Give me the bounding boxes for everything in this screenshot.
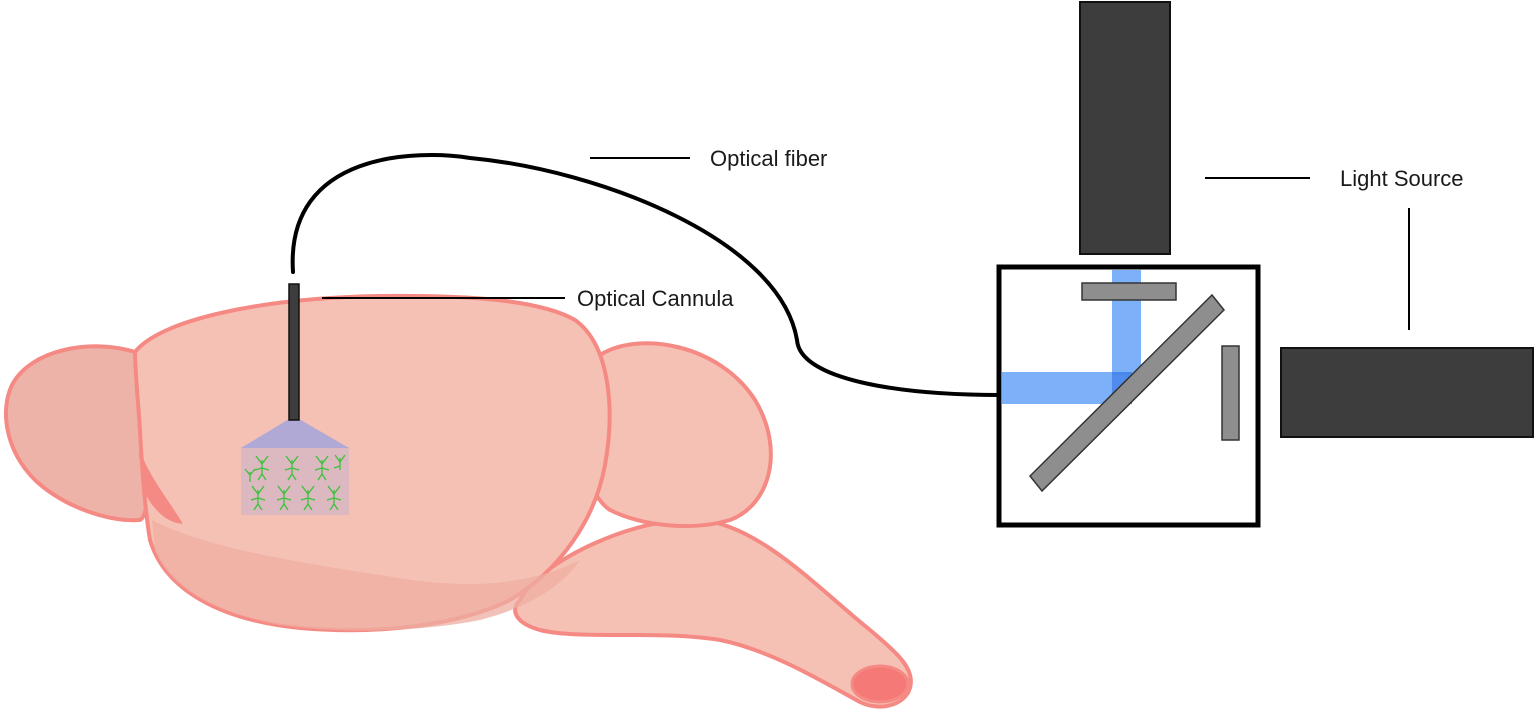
beam-combiner-box [996,264,1261,528]
optical-cannula [288,283,300,421]
neuron-icon [284,455,300,481]
neuron-icon [250,485,266,511]
filter-top [1081,282,1177,301]
filter-right [1221,345,1240,441]
optical-cannula-label: Optical Cannula [577,286,734,311]
neuron-icon [300,485,316,511]
optical-fiber [290,153,1002,397]
light-source-right [1280,347,1534,438]
neuron-icon [333,454,346,470]
cerebrum [132,293,612,633]
optical-fiber-label: Optical fiber [710,146,827,171]
light-cone [241,419,349,448]
neuron-tissue [241,447,349,515]
brainstem-opening [850,664,910,704]
cerebrum-shading [152,520,580,631]
neuron-icon [276,485,292,511]
neuron-icon [326,485,342,511]
bulb-notch [138,454,183,524]
neuron-icon [314,455,330,481]
olfactory-bulb [4,344,151,523]
dichroic-mirror [1028,293,1226,493]
neuron-icon [254,455,270,481]
neuron-icon [244,468,256,482]
brain [4,293,913,709]
light-source-label: Light Source [1340,166,1464,191]
light-source-top [1079,1,1171,255]
